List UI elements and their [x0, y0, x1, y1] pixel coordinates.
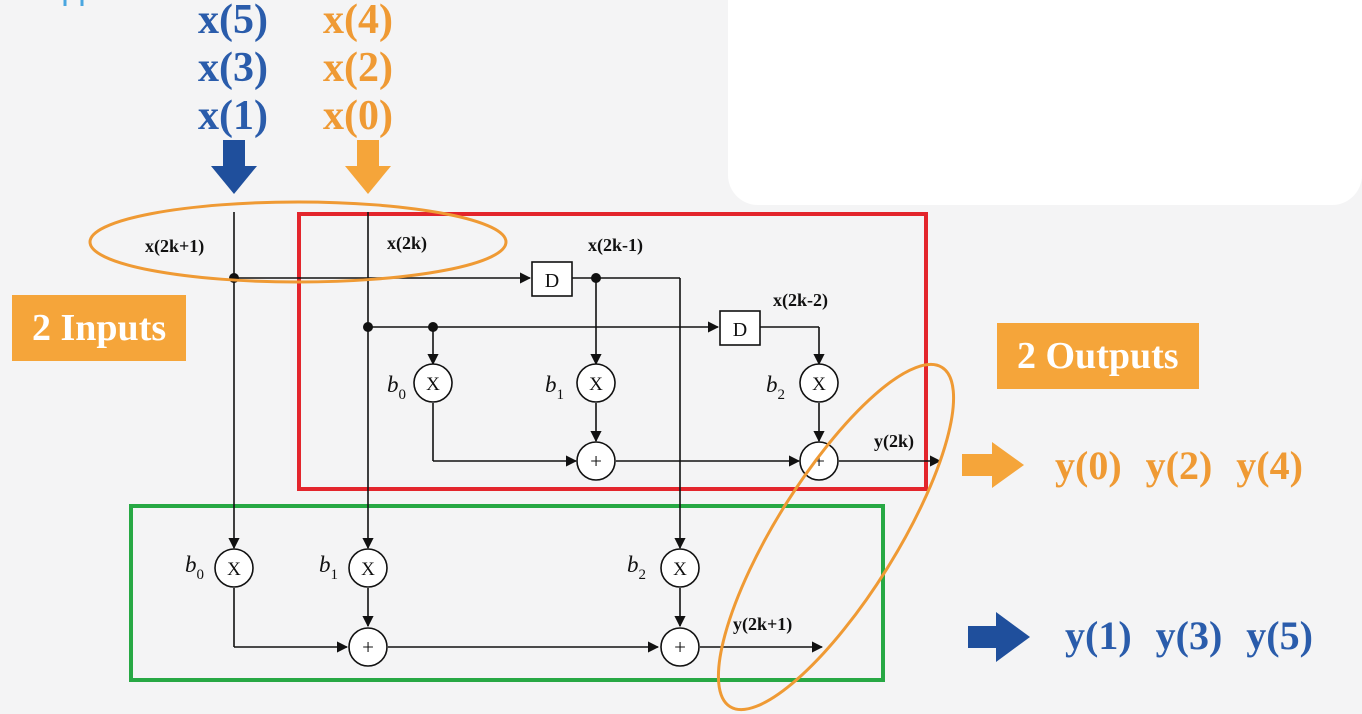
multiplier-symbol: X [426, 374, 440, 395]
signal-label-x2k-minus-2: x(2k-2) [773, 290, 828, 311]
adder-symbol: + [674, 635, 686, 659]
signal-wires [228, 212, 942, 653]
multiplier-symbol: X [589, 374, 603, 395]
navy-right-arrow-icon [968, 612, 1030, 662]
svg-text:D: D [545, 270, 559, 292]
even-input-sequence: x(4) x(2) x(0) [313, 0, 403, 140]
output-sample-y4: y(4) [1236, 443, 1303, 488]
multiplier-symbol: X [812, 374, 826, 395]
coefficient-b2-even: b2 [766, 372, 785, 403]
inputs-highlight-ellipse [88, 200, 508, 284]
coefficient-b1-odd: b1 [319, 552, 338, 583]
even-output-sequence: y(0) y(2) y(4) [1055, 442, 1317, 489]
multiplier-b0-odd [214, 548, 254, 588]
multiplier-symbol: X [361, 559, 375, 580]
multiplier-b1-odd [348, 548, 388, 588]
input-sample-x3: x(3) [198, 45, 268, 91]
coefficient-b1-even: b1 [545, 372, 564, 403]
multiplier-symbol: X [673, 559, 687, 580]
output-sample-y0: y(0) [1055, 443, 1122, 488]
multiplier-b0-even [413, 363, 453, 403]
multiplier-b2-odd [660, 548, 700, 588]
output-sample-y1: y(1) [1065, 613, 1132, 658]
delay-block-1: D [531, 261, 573, 297]
coefficient-b2-odd: b2 [627, 552, 646, 583]
delay-block-2: D [719, 310, 761, 346]
odd-output-sequence: y(1) y(3) y(5) [1065, 612, 1327, 659]
signal-label-y2k: y(2k) [874, 431, 914, 452]
output-sample-y3: y(3) [1155, 613, 1223, 658]
adder-symbol: + [813, 449, 825, 473]
signal-label-x2k: x(2k) [387, 233, 427, 254]
input-sample-x2: x(2) [323, 45, 393, 91]
input-sample-x1: x(1) [198, 93, 268, 139]
signal-label-x2k-plus-1: x(2k+1) [145, 236, 204, 257]
even-output-highlight-box [297, 212, 928, 491]
corner-mark [63, 0, 84, 6]
input-sample-x5: x(5) [198, 0, 268, 43]
output-sample-y5: y(5) [1246, 613, 1313, 658]
multiplier-b1-even [576, 363, 616, 403]
multiplier-b2-even [799, 363, 839, 403]
input-sample-x0: x(0) [323, 93, 393, 139]
odd-output-highlight-box [129, 504, 885, 682]
input-sample-x4: x(4) [323, 0, 393, 43]
coefficient-b0-even: b0 [387, 372, 406, 403]
odd-input-sequence: x(5) x(3) x(1) [188, 0, 278, 140]
signal-label-x2k-minus-1: x(2k-1) [588, 235, 643, 256]
multiplier-symbol: X [227, 559, 241, 580]
orange-right-arrow-icon [962, 442, 1024, 488]
adder-symbol: + [590, 449, 602, 473]
output-sample-y2: y(2) [1145, 443, 1213, 488]
adder-odd-1 [348, 627, 388, 667]
outputs-label: 2 Outputs [997, 323, 1199, 389]
coefficient-b0-odd: b0 [185, 552, 204, 583]
adder-even-1 [576, 441, 616, 481]
inputs-label: 2 Inputs [12, 295, 187, 361]
adder-symbol: + [362, 635, 374, 659]
blue-down-arrow-icon [211, 140, 257, 194]
svg-text:D: D [733, 319, 747, 341]
signal-label-y2k-plus-1: y(2k+1) [733, 614, 792, 635]
whiteout-region [728, 0, 1362, 205]
adder-odd-2 [660, 627, 700, 667]
outputs-highlight-ellipse [716, 362, 956, 712]
orange-down-arrow-icon [345, 140, 391, 194]
